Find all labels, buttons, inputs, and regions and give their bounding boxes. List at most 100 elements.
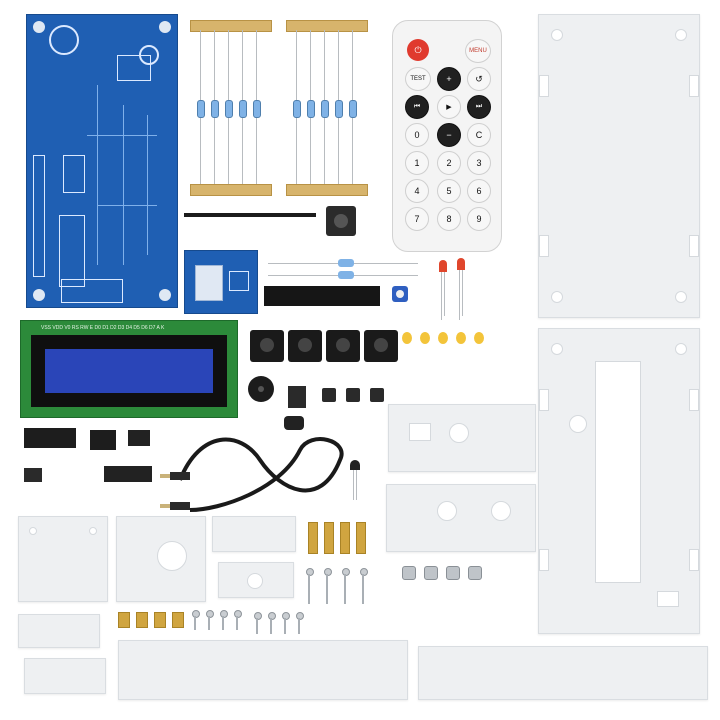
digit-5-button[interactable]: 5 — [437, 179, 461, 203]
screw — [342, 568, 350, 576]
zero-button[interactable]: 0 — [405, 123, 429, 147]
plus-button[interactable]: + — [437, 67, 461, 91]
screw — [296, 612, 304, 620]
acrylic-side-piece — [388, 404, 536, 472]
brass-nut — [172, 612, 184, 628]
pcb-jack-footprint — [61, 279, 123, 303]
pcb-mount-hole — [159, 289, 171, 301]
hex-nut — [468, 566, 482, 580]
lcd-screen — [45, 349, 213, 393]
ir-remote: ⏻ MENU TEST + ↺ ⏮ ▶ ⏭ 0 − C 1 2 3 4 5 6 … — [392, 20, 502, 252]
brass-nut — [154, 612, 166, 628]
acrylic-tab-piece — [24, 658, 106, 694]
acrylic-speaker-piece — [116, 516, 206, 602]
audio-jack — [326, 330, 360, 362]
hex-nut — [402, 566, 416, 580]
ic-socket-8pin — [90, 430, 116, 450]
lcd1602-module: VSS VDD V0 RS RW E D0 D1 D2 D3 D4 D5 D6 … — [20, 320, 238, 418]
acrylic-corner-piece — [18, 516, 108, 602]
tactile-button-small — [370, 388, 384, 402]
lcd-pin-labels: VSS VDD V0 RS RW E D0 D1 D2 D3 D4 D5 D6 … — [41, 325, 165, 331]
ceramic-capacitor — [420, 332, 430, 344]
minus-button[interactable]: − — [437, 123, 461, 147]
pcb-mount-hole — [33, 289, 45, 301]
trim-potentiometer — [392, 286, 408, 302]
electrolytic-capacitor — [284, 416, 304, 430]
screw — [306, 568, 314, 576]
test-button[interactable]: TEST — [405, 67, 431, 91]
brass-nut — [118, 612, 130, 628]
c-button[interactable]: C — [467, 123, 491, 147]
digit-2-button[interactable]: 2 — [437, 151, 461, 175]
acrylic-tab-piece — [212, 516, 296, 552]
tactile-button-small — [322, 388, 336, 402]
red-led — [438, 260, 448, 320]
temperature-sensor — [350, 460, 360, 500]
audio-cable — [160, 437, 344, 512]
digit-8-button[interactable]: 8 — [437, 207, 461, 231]
ir-receiver — [24, 468, 42, 482]
red-led — [456, 258, 466, 320]
loose-resistor — [268, 271, 418, 279]
acrylic-front-panel — [538, 328, 700, 634]
brass-standoff — [340, 522, 350, 554]
main-pcb — [26, 14, 178, 308]
ceramic-capacitor — [474, 332, 484, 344]
pcb-mount-hole — [33, 21, 45, 33]
screw — [324, 568, 332, 576]
digit-3-button[interactable]: 3 — [467, 151, 491, 175]
ic-chip-16pin — [104, 466, 152, 482]
digit-1-button[interactable]: 1 — [405, 151, 429, 175]
brass-standoff — [356, 522, 366, 554]
screw — [360, 568, 368, 576]
pcb-mount-hole — [159, 21, 171, 33]
prev-button[interactable]: ⏮ — [405, 95, 429, 119]
screw — [254, 612, 262, 620]
hex-nut — [446, 566, 460, 580]
play-button[interactable]: ▶ — [437, 95, 461, 119]
pcb-ic-footprint — [63, 155, 85, 193]
next-button[interactable]: ⏭ — [467, 95, 491, 119]
tactile-button-small — [346, 388, 360, 402]
menu-button[interactable]: MENU — [465, 39, 491, 63]
pcb-ic-footprint — [59, 215, 85, 287]
ic-chip-8pin — [128, 430, 150, 446]
hex-nut — [424, 566, 438, 580]
male-pin-header — [184, 208, 316, 222]
female-pin-header — [264, 286, 380, 306]
screw — [206, 610, 214, 618]
brass-standoff — [308, 522, 318, 554]
digit-6-button[interactable]: 6 — [467, 179, 491, 203]
digit-9-button[interactable]: 9 — [467, 207, 491, 231]
buzzer — [248, 376, 274, 402]
tactile-push-button — [326, 206, 356, 236]
audio-jack — [250, 330, 284, 362]
audio-jack — [288, 330, 322, 362]
back-button[interactable]: ↺ — [467, 67, 491, 91]
ceramic-capacitor — [402, 332, 412, 344]
pcb-capacitor-footprint — [49, 25, 79, 55]
power-button[interactable]: ⏻ — [407, 39, 429, 61]
screw — [192, 610, 200, 618]
acrylic-back-panel — [538, 14, 700, 318]
pcb-header-footprint — [33, 155, 45, 277]
acrylic-tab-piece — [218, 562, 294, 598]
digit-4-button[interactable]: 4 — [405, 179, 429, 203]
acrylic-bottom-panel — [418, 646, 708, 700]
relay-module-pcb — [184, 250, 258, 314]
audio-jack — [364, 330, 398, 362]
screw — [234, 610, 242, 618]
acrylic-tab-piece — [18, 614, 100, 648]
ceramic-capacitor — [456, 332, 466, 344]
acrylic-side-piece — [386, 484, 536, 552]
screw — [282, 612, 290, 620]
resistor-strip-right — [286, 20, 368, 196]
ceramic-capacitor — [438, 332, 448, 344]
pcb-relay-footprint — [117, 55, 151, 81]
loose-resistor — [268, 259, 418, 267]
acrylic-bottom-panel — [118, 640, 408, 700]
digit-7-button[interactable]: 7 — [405, 207, 429, 231]
resistor-strip-left — [190, 20, 272, 196]
relay-component — [288, 386, 306, 408]
ic-socket-16pin — [24, 428, 76, 448]
